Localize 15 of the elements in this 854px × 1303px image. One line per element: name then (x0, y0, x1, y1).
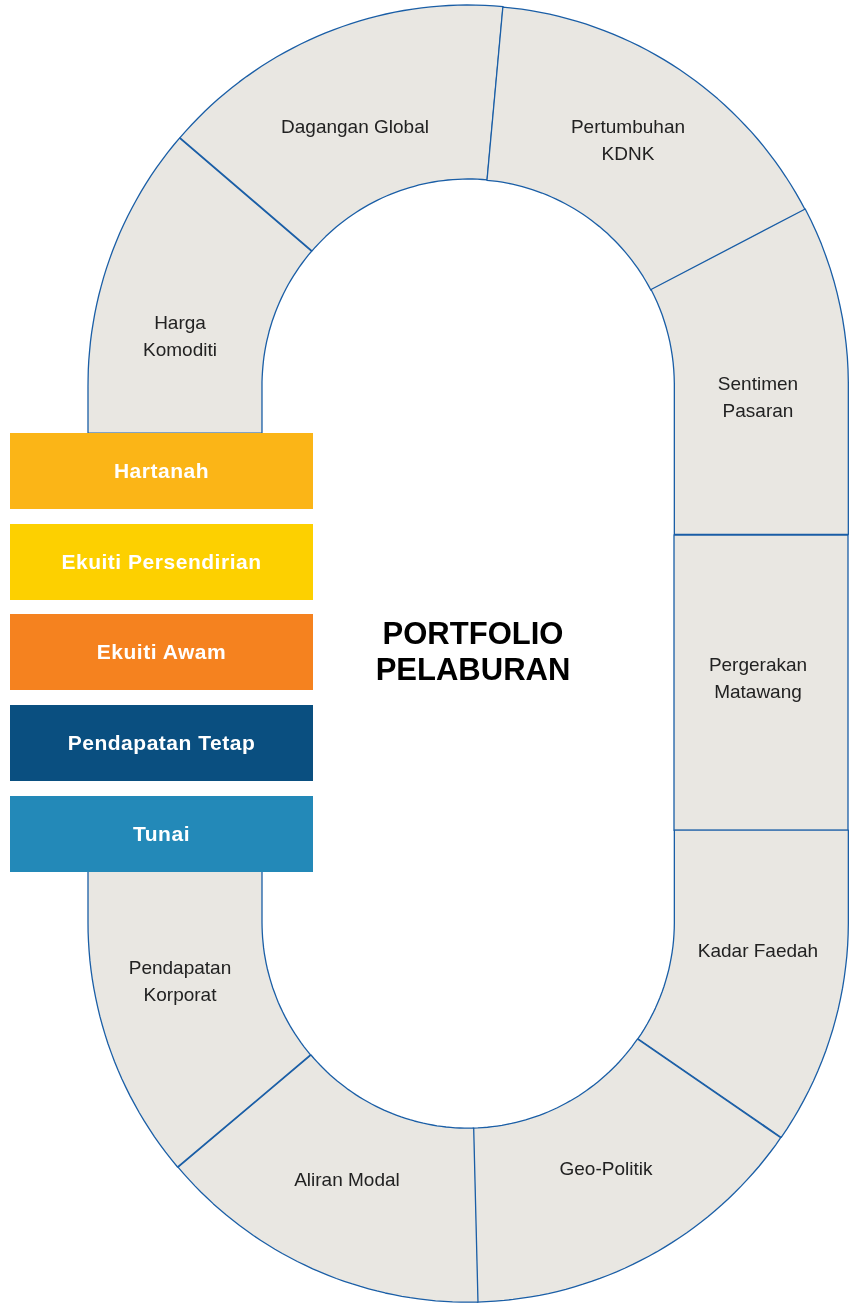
asset-class-bar: Ekuiti Persendirian (10, 524, 313, 600)
segment-label: Pergerakan Matawang (707, 653, 809, 704)
segment-label: Aliran Modal (293, 1168, 401, 1192)
segment-label: Harga Komoditi (142, 311, 218, 362)
segment-label: Pendapatan Korporat (127, 956, 233, 1007)
segment-label: Geo-Politik (558, 1157, 654, 1181)
asset-class-bar: Pendapatan Tetap (10, 705, 313, 781)
segment-label: Kadar Faedah (696, 939, 820, 963)
center-title: PORTFOLIO PELABURAN (374, 616, 572, 688)
segment-label: Pertumbuhan KDNK (569, 115, 686, 166)
asset-class-bar: Hartanah (10, 433, 313, 509)
segment-label: Dagangan Global (280, 115, 430, 139)
segment-label: Sentimen Pasaran (716, 372, 800, 423)
asset-class-bar: Tunai (10, 796, 313, 872)
asset-class-bar: Ekuiti Awam (10, 614, 313, 690)
